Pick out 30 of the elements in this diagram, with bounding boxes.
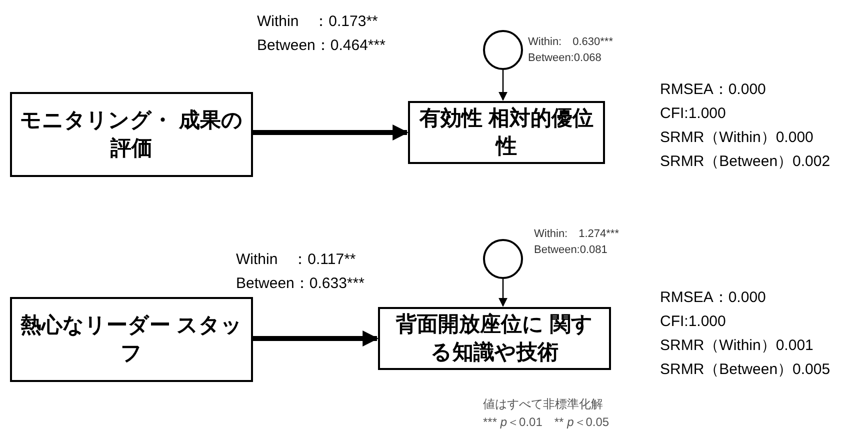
arrow xyxy=(253,330,379,346)
variable-box xyxy=(408,101,605,164)
stat-label: SRMR（Between）0.005 xyxy=(660,360,830,380)
box-text: 背面開放座位に 関する知識や技術 xyxy=(394,312,594,366)
stat-label: Within ：0.117** xyxy=(236,250,357,270)
variance-label: Within: 0.630*** xyxy=(528,35,613,50)
box-text: 有効性 相対的優位性 xyxy=(418,106,594,160)
variable-box xyxy=(378,307,611,370)
variance-label: Between:0.068 xyxy=(528,51,602,66)
stat-label: SRMR（Within）0.000 xyxy=(660,128,814,148)
stat-label: RMSEA：0.000 xyxy=(660,80,767,100)
stat-label: RMSEA：0.000 xyxy=(660,288,767,308)
stat-label: CFI:1.000 xyxy=(660,312,727,332)
stat-label: Between：0.633*** xyxy=(236,274,364,294)
variable-box xyxy=(10,297,253,382)
arrow xyxy=(498,279,508,307)
stat-label: Between：0.464*** xyxy=(257,36,386,56)
arrow xyxy=(253,124,409,140)
stat-label: SRMR（Between）0.002 xyxy=(660,152,830,172)
variance-label: Between:0.081 xyxy=(534,243,608,258)
box-text: 熱心なリーダー スタッフ xyxy=(20,312,244,366)
variance-label: Within: 1.274*** xyxy=(534,227,619,242)
variable-box xyxy=(10,92,253,177)
box-text: モニタリング・ 成果の評価 xyxy=(19,108,244,162)
stat-label: Within ：0.173** xyxy=(257,12,379,32)
stat-label: SRMR（Within）0.001 xyxy=(660,336,814,356)
arrow xyxy=(498,70,508,101)
stat-label: CFI:1.000 xyxy=(660,104,727,124)
note-text: 値はすべて非標準化解 xyxy=(483,396,604,413)
note-text: *** p＜0.01 ** p＜0.05 xyxy=(483,414,610,431)
